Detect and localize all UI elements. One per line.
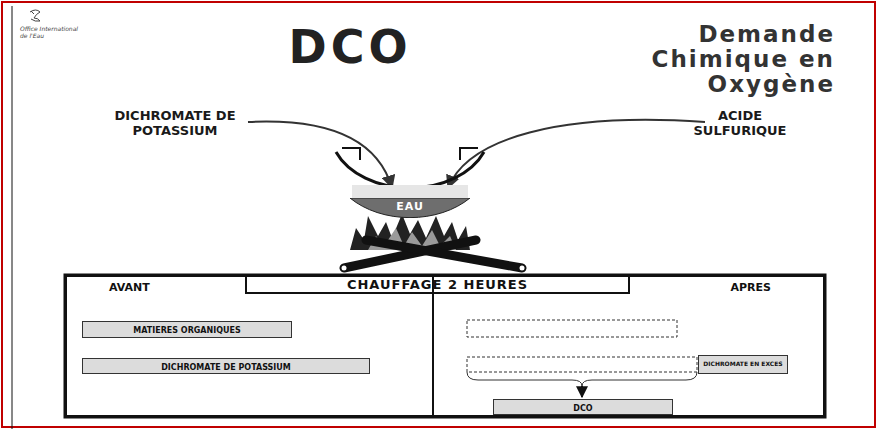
frame-line	[12, 6, 13, 429]
subtitle: Demande Chimique en Oxygène	[560, 22, 835, 97]
before-panel: AVANT MATIERES ORGANIQUES DICHROMATE DE PO…	[65, 275, 434, 417]
content-box: DICHROMATE EN EXCES	[698, 355, 788, 374]
content-box: DICHROMATE DE POTASSIUM	[82, 358, 370, 374]
consumed-box	[467, 357, 697, 372]
heating-header: CHAUFFAGE 2 HEURES	[245, 275, 630, 294]
result-box: DCO	[493, 399, 673, 415]
pot	[336, 148, 484, 188]
node-text: DICHROMATE EN EXCES	[703, 360, 782, 367]
node-text: DCO	[573, 404, 592, 413]
node-text: EAU	[396, 200, 424, 213]
node-text: APRES	[731, 281, 771, 294]
panel-frame	[65, 275, 825, 417]
content-box: MATIERES ORGANIQUES	[82, 321, 292, 338]
vapour-band	[352, 185, 468, 198]
water	[350, 198, 470, 218]
logo-text: Office International de l'Eau	[20, 25, 80, 39]
consumed-box	[467, 320, 677, 337]
node-text: AVANT	[109, 281, 150, 294]
reagent-label: ACIDE SULFURIQUE	[680, 108, 800, 138]
reagent-arrow	[448, 120, 705, 188]
node-text: CHAUFFAGE 2 HEURES	[347, 277, 528, 292]
water-band: EAU	[350, 198, 470, 218]
node-text: MATIERES ORGANIQUES	[133, 326, 241, 335]
after-panel: APRES DICHROMATE EN EXCES DCO	[432, 275, 825, 417]
result-arrow	[581, 386, 583, 397]
logo	[30, 10, 40, 21]
title: DCO	[235, 20, 465, 74]
reagent-label: DICHROMATE DE POTASSIUM	[70, 108, 280, 138]
fire	[342, 214, 525, 271]
node-text: DICHROMATE DE POTASSIUM	[161, 363, 291, 372]
bracket	[467, 372, 697, 386]
reagent-arrow	[248, 122, 392, 188]
